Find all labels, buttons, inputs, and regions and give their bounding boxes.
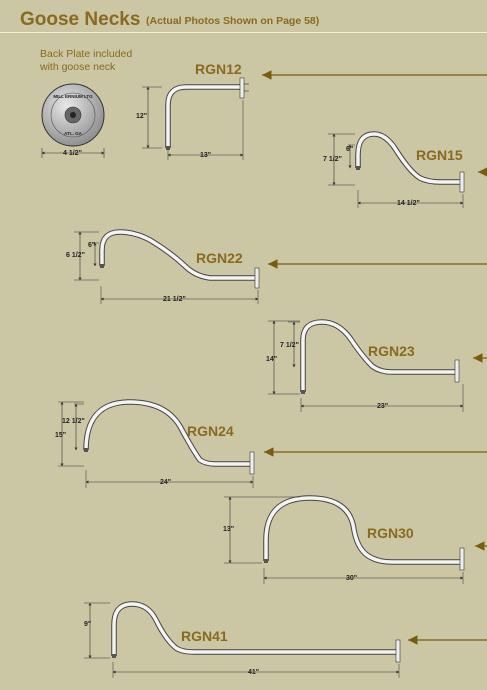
back-plate-label-line1: Back Plate included: [40, 48, 133, 60]
dim-rgn23-length: 23": [377, 403, 389, 410]
dim-rgn12-length: 13": [200, 152, 212, 159]
model-label-rgn24: RGN24: [187, 423, 234, 439]
back-plate-label: Back Plate included with goose neck: [40, 48, 132, 74]
back-plate-label-line2: with goose neck: [40, 61, 116, 73]
dim-rgn15-inner: 6": [346, 146, 354, 153]
header: Goose Necks (Actual Photos Shown on Page…: [0, 0, 487, 34]
dim-rgn15-length: 14 1/2": [397, 200, 420, 207]
model-label-rgn41: RGN41: [181, 628, 228, 644]
rgn23-drawing: [268, 319, 487, 412]
dim-rgn30-length: 30": [346, 575, 358, 582]
rgn30-drawing: [224, 495, 487, 584]
rgn15-drawing: [328, 131, 487, 208]
model-label-rgn12: RGN12: [195, 61, 242, 77]
header-divider: [0, 32, 487, 33]
dim-rgn15-height: 7 1/2": [323, 156, 342, 163]
back-plate-drawing: MILL ERNIUM LTG ATL. GA: [41, 83, 105, 158]
dim-rgn22-height: 6 1/2": [66, 252, 85, 259]
model-label-rgn22: RGN22: [196, 250, 243, 266]
rgn41-drawing: [84, 601, 487, 678]
dim-rgn24-inner: 12 1/2": [62, 418, 85, 425]
dim-rgn41-height: 9": [84, 621, 92, 628]
page-subtitle: (Actual Photos Shown on Page 58): [146, 15, 320, 27]
model-label-rgn15: RGN15: [416, 147, 463, 163]
rgn24-drawing: [58, 399, 487, 488]
model-label-rgn30: RGN30: [367, 525, 414, 541]
dim-rgn24-height: 15": [55, 432, 67, 439]
dim-rgn22-length: 21 1/2": [163, 296, 186, 303]
dim-back-plate-width: 4 1/2": [63, 150, 82, 157]
page-title: Goose Necks: [20, 9, 141, 30]
dim-rgn12-height: 12": [136, 113, 148, 120]
svg-text:MILL ERNIUM LTG: MILL ERNIUM LTG: [53, 94, 93, 99]
dim-rgn23-inner: 7 1/2": [280, 342, 299, 349]
dim-rgn23-height: 14": [266, 356, 278, 363]
rgn22-drawing: [74, 229, 487, 304]
model-label-rgn23: RGN23: [368, 343, 415, 359]
dim-rgn22-inner: 6": [88, 242, 96, 249]
dim-rgn24-length: 24": [160, 479, 172, 486]
dim-rgn41-length: 41": [248, 669, 260, 676]
dim-rgn30-height: 13": [223, 526, 235, 533]
svg-text:ATL. GA: ATL. GA: [64, 131, 82, 136]
rgn12-drawing: [142, 70, 487, 160]
